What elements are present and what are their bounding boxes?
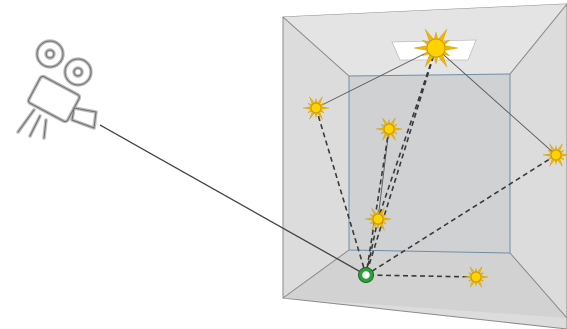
path-center-light [365, 128, 390, 276]
light-right-sun-icon [542, 143, 567, 167]
room-edge-bottom-right [509, 252, 567, 319]
path-ceiling-light-a [365, 47, 437, 276]
path-lower-light [365, 218, 379, 276]
path-left-light [315, 107, 367, 276]
room-ceiling [283, 4, 567, 76]
room-edge-top-left [282, 16, 350, 77]
room-floor [283, 250, 567, 318]
path-floor-light [365, 274, 477, 278]
film-camera-icon-outline [17, 40, 97, 139]
room-edge-bottom-left [282, 249, 350, 299]
light-floor-sun-icon [463, 266, 489, 288]
sun-disc [550, 149, 562, 161]
light-paths [315, 47, 557, 278]
light-left-sun-icon [302, 96, 330, 120]
connection-left-to-ceiling [315, 47, 437, 109]
sun-disc [310, 102, 322, 114]
sun-disc [426, 38, 446, 58]
light-sources [302, 28, 567, 288]
sun-disc [383, 123, 395, 135]
connection-ceiling-to-right [435, 47, 557, 156]
camera-ray [99, 124, 367, 276]
light-center-sun-icon [375, 117, 403, 141]
path-right-light [365, 154, 557, 276]
film-camera-icon [16, 39, 98, 140]
connection-center-to-lower [377, 128, 390, 220]
light-lower-center-sun-icon [364, 207, 392, 231]
light-connections [315, 47, 557, 220]
sun-disc [372, 213, 384, 225]
sun-disc [470, 271, 482, 283]
room-edge-top-right [509, 3, 567, 75]
path-ceiling-light-b [377, 47, 437, 220]
ceiling-light-sun-icon [413, 28, 459, 68]
room [282, 3, 567, 329]
shading-point-icon [358, 267, 374, 283]
